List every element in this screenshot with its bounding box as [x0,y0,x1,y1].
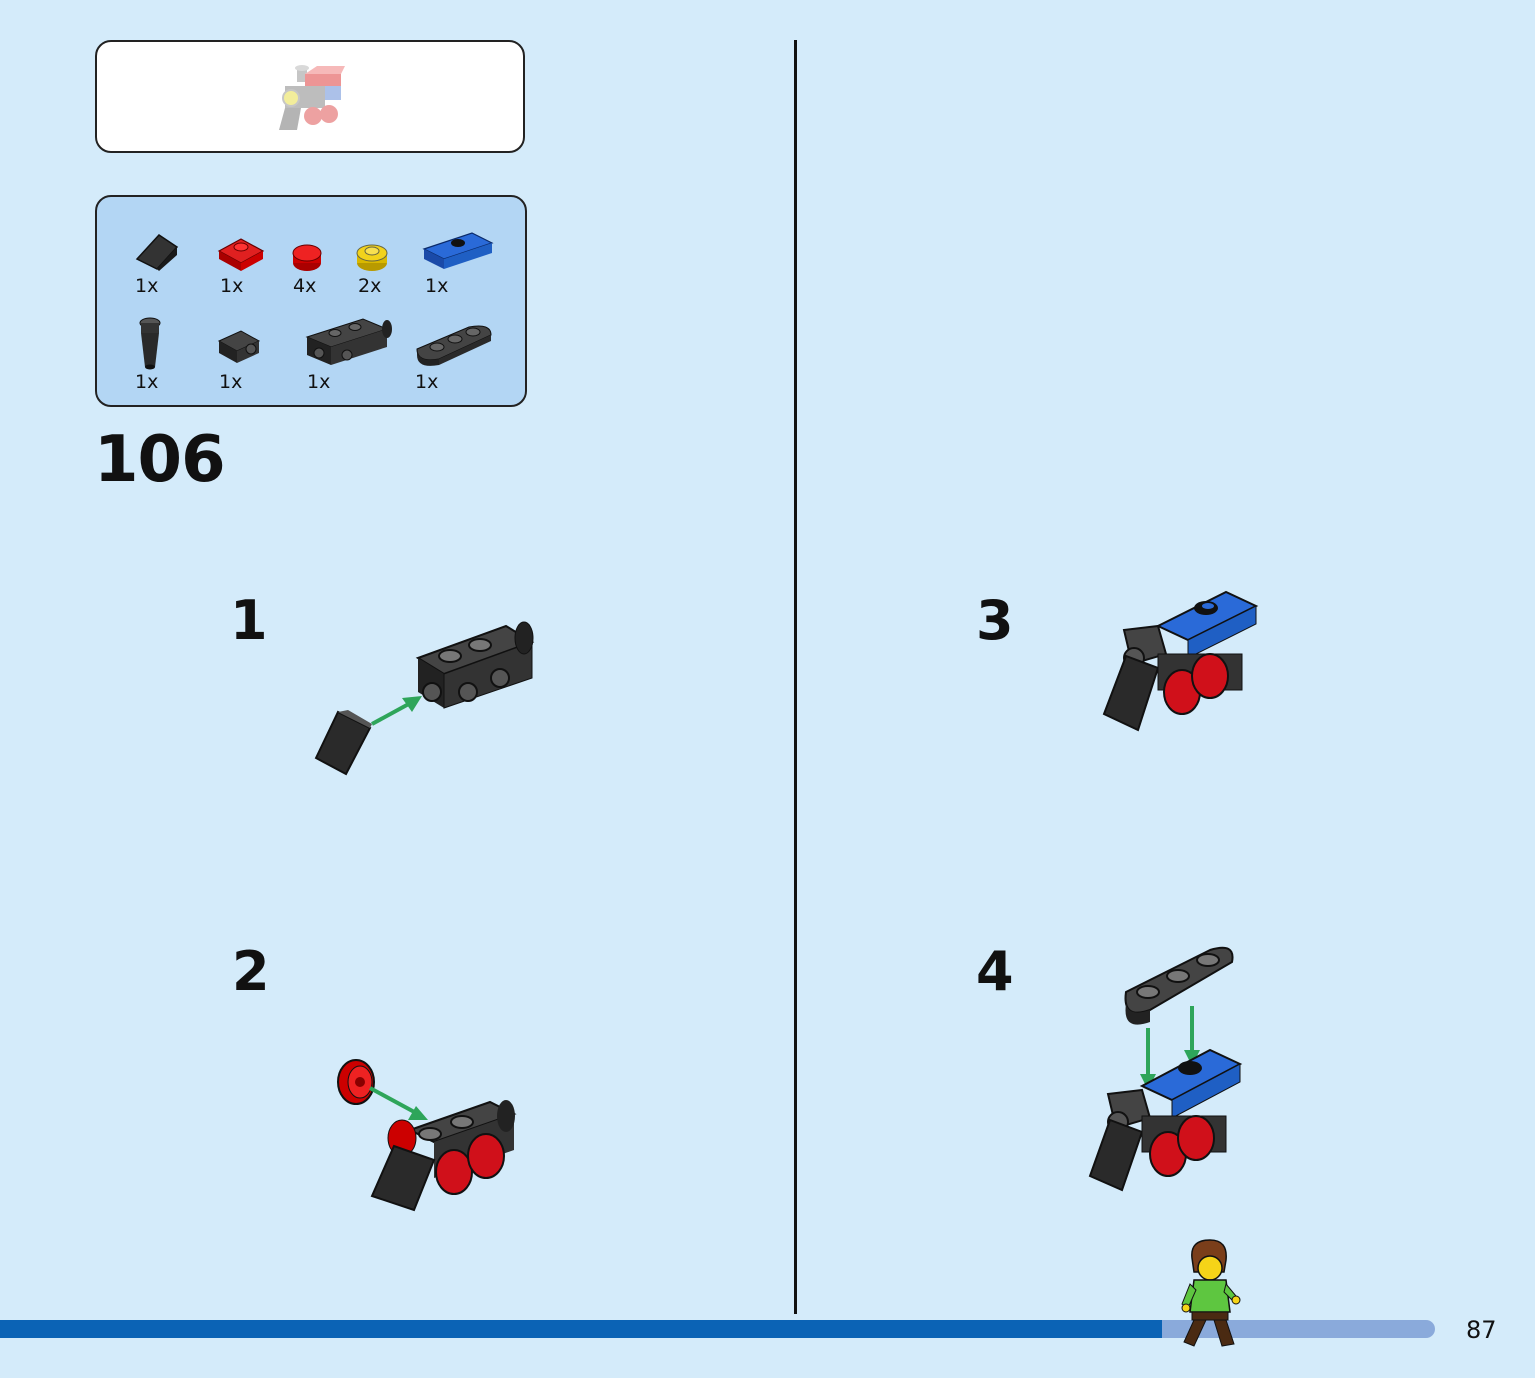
black-slope-brick-icon [135,234,179,271]
part-qty: 1x [307,371,331,393]
part-qty: 1x [425,275,449,297]
step-3-illustration [1102,590,1259,732]
part-qty: 1x [220,275,244,297]
part-qty: 1x [415,371,439,393]
parts-list-box: 1x 1x 4x 2x 1x 1x 1x [95,195,527,407]
page-divider [794,40,797,1314]
black-wheel-holder-brick-icon [305,318,392,365]
page-number: 87 [1466,1316,1497,1344]
black-cone-icon [139,317,161,370]
black-plate-1x3-icon [416,325,492,366]
part-qty: 4x [293,275,317,297]
step-2-illustration [337,1059,517,1212]
step-number: 1 [230,589,268,652]
step-1-illustration [314,621,535,776]
step-number: 3 [976,589,1014,652]
set-number: 106 [94,423,226,497]
step-number: 2 [232,940,270,1003]
step-number: 4 [976,940,1014,1003]
part-qty: 1x [219,371,243,393]
part-qty: 1x [135,371,159,393]
model-preview-box [95,40,525,153]
red-plate-icon [217,238,265,271]
walking-minifigure-icon [1181,1239,1241,1347]
black-bracket-icon [217,330,261,363]
step-4-illustration [1088,946,1243,1192]
yellow-round-plate-icon [356,244,388,271]
progress-fill [0,1320,1163,1338]
part-qty: 2x [358,275,382,297]
part-qty: 1x [135,275,159,297]
red-round-tile-icon [292,244,322,271]
train-preview-icon [279,65,345,130]
blue-jumper-plate-icon [422,232,494,269]
